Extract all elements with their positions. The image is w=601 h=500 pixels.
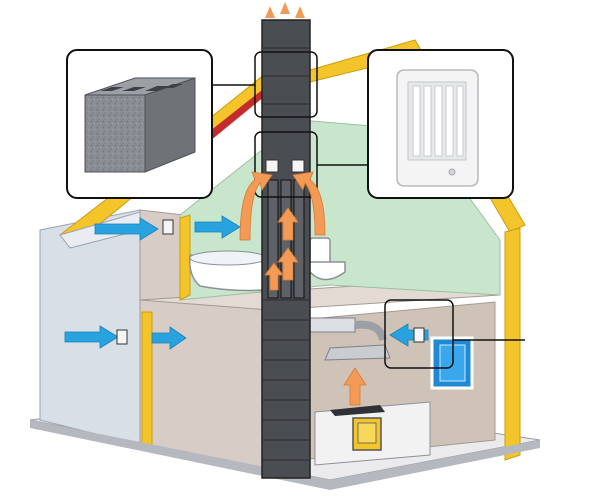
kitchen-stove: [314, 401, 431, 466]
attic-floor-insulation: [179, 214, 191, 301]
exhaust-arrow-bath: [239, 171, 273, 241]
concrete-block-image: [84, 77, 196, 173]
wall-inlet-upper: [162, 219, 174, 235]
stack-grille-left: [265, 159, 279, 173]
ventilation-grille-callout: [367, 49, 514, 199]
toilet: [304, 237, 346, 281]
intake-arrows: [64, 215, 429, 350]
roof-red-edge: [205, 90, 265, 141]
exhaust-arrow-flue-2: [277, 247, 299, 281]
exhaust-arrow-flue-1: [277, 207, 299, 241]
left-exterior-wall: [39, 209, 141, 446]
bathtub: [188, 250, 267, 292]
intake-arrow-upper-outside: [94, 217, 159, 241]
wall-inlet-kitchen: [413, 327, 425, 343]
wall-inlet-lower: [116, 329, 128, 345]
window: [430, 336, 474, 390]
kitchen-hood: [299, 317, 391, 361]
stack-grille-right: [291, 159, 305, 173]
exhaust-arrows: [239, 171, 367, 406]
foundation-edge: [30, 420, 540, 490]
exhaust-arrow-flue-3: [264, 262, 284, 291]
callout-leaders: [212, 84, 525, 341]
exhaust-top-arrows: [265, 2, 305, 18]
grille-unit-image: [396, 69, 479, 187]
exhaust-arrow-toilet: [292, 171, 326, 236]
intake-arrow-lower-outside: [64, 325, 119, 349]
intake-arrow-kitchen: [389, 323, 429, 347]
ventilation-block-callout: [66, 49, 213, 199]
intake-arrow-lower-inside: [151, 326, 187, 350]
left-wall-insulation: [141, 311, 153, 449]
chimney-stack: [254, 19, 318, 479]
exhaust-arrow-kitchen: [343, 367, 367, 406]
intake-arrow-upper-inside: [194, 215, 241, 239]
kitchen-inlet-callout-frame: [384, 299, 454, 369]
right-wall-insulation: [504, 227, 521, 461]
